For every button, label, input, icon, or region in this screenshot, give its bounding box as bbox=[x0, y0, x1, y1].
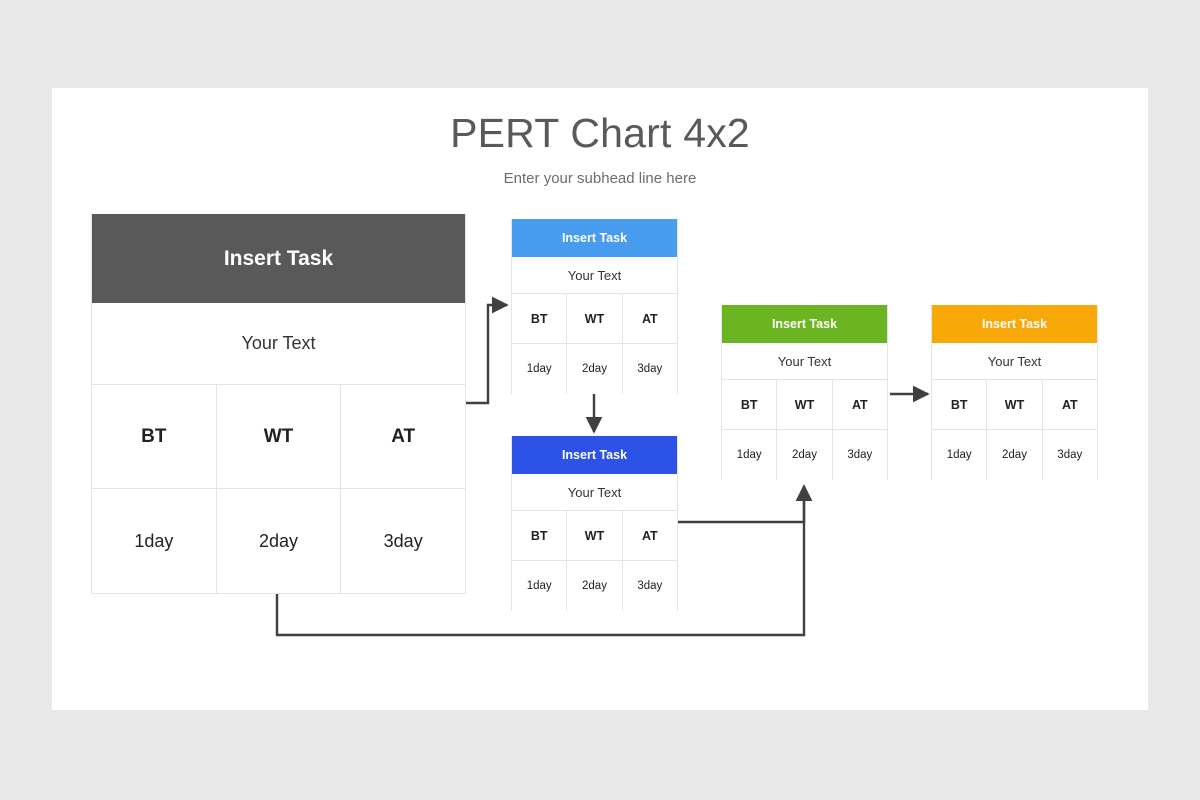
metric-wt: WT bbox=[216, 385, 342, 488]
metric-at: AT bbox=[622, 511, 677, 560]
metric-at: AT bbox=[1042, 380, 1097, 429]
metric-wt: WT bbox=[567, 511, 623, 560]
task-card-description: Your Text bbox=[512, 257, 677, 294]
task-card-metrics-row: BT WT AT bbox=[512, 294, 677, 344]
task-card-description: Your Text bbox=[932, 343, 1097, 380]
duration-wt: 2day bbox=[216, 489, 342, 593]
task-card-header[interactable]: Insert Task bbox=[512, 436, 677, 474]
connector-main-to-b1 bbox=[466, 296, 509, 405]
page-title: PERT Chart 4x2 bbox=[450, 110, 750, 156]
duration-bt: 1day bbox=[512, 561, 568, 611]
duration-bt: 1day bbox=[932, 430, 988, 480]
task-card-header[interactable]: Insert Task bbox=[722, 305, 887, 343]
task-card-durations-row: 1day 2day 3day bbox=[512, 344, 677, 394]
task-card-metrics-row: BT WT AT bbox=[92, 385, 466, 489]
task-card-durations-row: 1day 2day 3day bbox=[92, 489, 466, 593]
metric-at: AT bbox=[832, 380, 887, 429]
task-card-header[interactable]: Insert Task bbox=[92, 214, 465, 303]
task-card-header[interactable]: Insert Task bbox=[512, 219, 677, 257]
metric-wt: WT bbox=[987, 380, 1043, 429]
task-card-b1[interactable]: Insert Task Your Text BT WT AT 1day 2day… bbox=[511, 219, 678, 394]
metric-wt: WT bbox=[567, 294, 623, 343]
connector-b2-to-b3 bbox=[678, 484, 813, 524]
page-subtitle: Enter your subhead line here bbox=[503, 170, 697, 187]
task-card-durations-row: 1day 2day 3day bbox=[722, 430, 887, 480]
task-card-b4[interactable]: Insert Task Your Text BT WT AT 1day 2day… bbox=[931, 305, 1098, 480]
task-card-b3[interactable]: Insert Task Your Text BT WT AT 1day 2day… bbox=[721, 305, 888, 480]
metric-bt: BT bbox=[722, 380, 778, 429]
duration-at: 3day bbox=[1042, 430, 1097, 480]
metric-at: AT bbox=[622, 294, 677, 343]
task-card-description: Your Text bbox=[722, 343, 887, 380]
duration-bt: 1day bbox=[92, 489, 217, 593]
task-card-metrics-row: BT WT AT bbox=[932, 380, 1097, 430]
task-card-description: Your Text bbox=[512, 474, 677, 511]
metric-bt: BT bbox=[92, 385, 217, 488]
task-card-description: Your Text bbox=[92, 303, 465, 385]
metric-at: AT bbox=[341, 385, 466, 488]
duration-wt: 2day bbox=[987, 430, 1043, 480]
metric-bt: BT bbox=[932, 380, 988, 429]
duration-bt: 1day bbox=[512, 344, 568, 394]
task-card-durations-row: 1day 2day 3day bbox=[932, 430, 1097, 480]
task-card-durations-row: 1day 2day 3day bbox=[512, 561, 677, 611]
metric-wt: WT bbox=[777, 380, 833, 429]
task-card-metrics-row: BT WT AT bbox=[722, 380, 887, 430]
duration-at: 3day bbox=[341, 489, 466, 593]
slide-panel: PERT Chart 4x2 Enter your subhead line h… bbox=[52, 88, 1148, 710]
duration-wt: 2day bbox=[777, 430, 833, 480]
task-card-header[interactable]: Insert Task bbox=[932, 305, 1097, 343]
duration-at: 3day bbox=[622, 561, 677, 611]
duration-bt: 1day bbox=[722, 430, 778, 480]
metric-bt: BT bbox=[512, 294, 568, 343]
duration-wt: 2day bbox=[567, 561, 623, 611]
task-card-main[interactable]: Insert Task Your Text BT WT AT 1day 2day… bbox=[91, 214, 466, 594]
duration-at: 3day bbox=[832, 430, 887, 480]
task-card-b2[interactable]: Insert Task Your Text BT WT AT 1day 2day… bbox=[511, 436, 678, 611]
metric-bt: BT bbox=[512, 511, 568, 560]
duration-at: 3day bbox=[622, 344, 677, 394]
task-card-metrics-row: BT WT AT bbox=[512, 511, 677, 561]
duration-wt: 2day bbox=[567, 344, 623, 394]
